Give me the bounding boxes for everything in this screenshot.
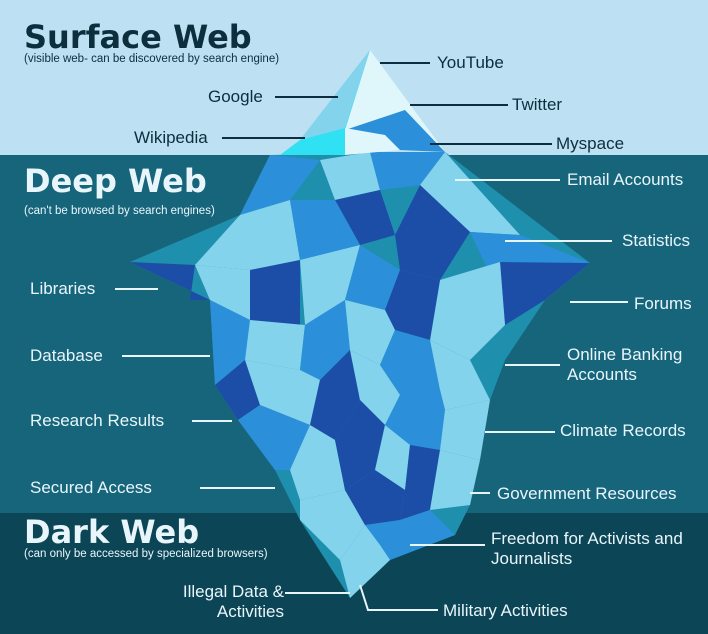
deep-web-title: Deep Web <box>24 162 207 200</box>
dark-web-subtitle: (can only be accessed by specialized bro… <box>24 548 268 560</box>
label-youtube: YouTube <box>437 53 504 72</box>
surface-web-subtitle: (visible web- can be discovered by searc… <box>24 53 280 65</box>
label-myspace: Myspace <box>556 134 625 153</box>
label-military-activities: Military Activities <box>443 601 568 620</box>
label-database: Database <box>30 346 103 365</box>
label-google: Google <box>208 87 263 106</box>
label-twitter: Twitter <box>512 95 563 114</box>
label-freedom-activists: Freedom for Activists and Journalists <box>491 529 683 568</box>
label-secured-access: Secured Access <box>30 478 152 497</box>
label-government-resources: Government Resources <box>497 484 677 503</box>
surface-web-title: Surface Web <box>24 18 252 56</box>
label-libraries: Libraries <box>30 279 96 298</box>
iceberg-tip <box>280 50 445 155</box>
label-illegal-data: Illegal Data & Activities <box>182 582 284 621</box>
label-forums: Forums <box>634 294 692 313</box>
iceberg-facets <box>130 152 590 598</box>
label-climate-records: Climate Records <box>560 421 686 440</box>
label-research-results: Research Results <box>30 411 165 430</box>
connector-lines <box>222 62 552 145</box>
label-wikipedia: Wikipedia <box>134 128 208 147</box>
label-online-banking: Online Banking Accounts <box>567 345 683 384</box>
dark-web-title: Dark Web <box>24 513 200 551</box>
label-email-accounts: Email Accounts <box>567 170 684 189</box>
deep-web-subtitle: (can't be browsed by search engines) <box>24 205 215 217</box>
connector-lines-deep <box>115 179 628 611</box>
label-statistics: Statistics <box>622 231 691 250</box>
